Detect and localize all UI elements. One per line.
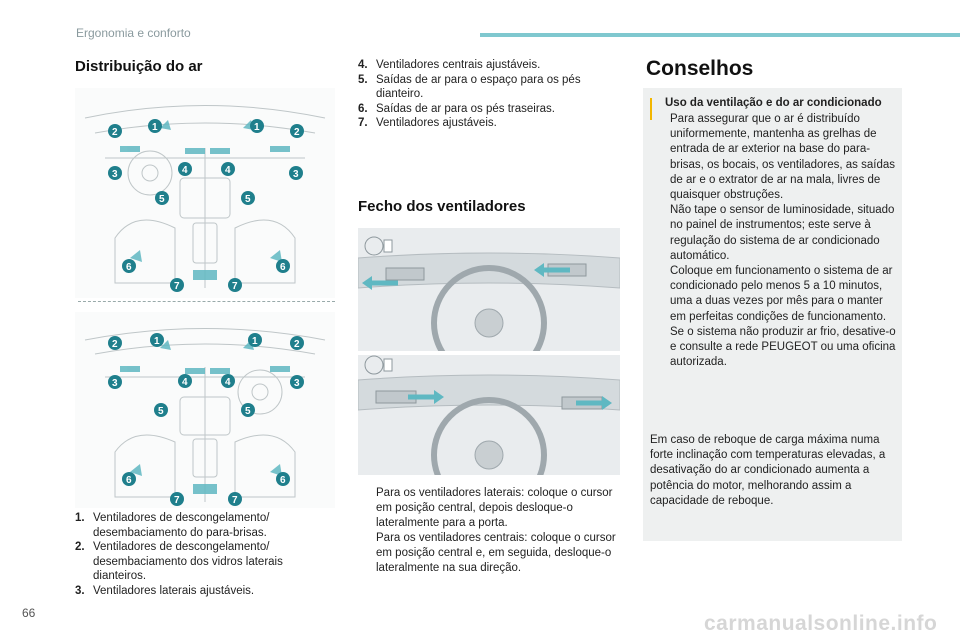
list-item: Não tape o sensor de luminosidade, situa… bbox=[670, 204, 895, 262]
legend-item: 2.Ventiladores de descongelamento/ desem… bbox=[75, 541, 283, 582]
svg-text:5: 5 bbox=[245, 406, 251, 417]
advice-box-heading: Uso da ventilação e do ar condicionado bbox=[665, 97, 882, 109]
svg-text:3: 3 bbox=[112, 378, 118, 389]
badge-7: 7 bbox=[174, 281, 180, 292]
svg-text:3: 3 bbox=[294, 378, 300, 389]
list-item: Se o sistema não produzir ar frio, desat… bbox=[670, 325, 896, 369]
vent-closing-instructions: Para os ventiladores laterais: coloque o… bbox=[358, 486, 620, 576]
badge-3: 3 bbox=[112, 169, 118, 180]
svg-text:7: 7 bbox=[232, 495, 238, 506]
watermark: carmanualsonline.info bbox=[704, 612, 938, 635]
list-item: Para assegurar que o ar é distribuído un… bbox=[670, 113, 896, 202]
svg-text:6: 6 bbox=[280, 475, 286, 486]
svg-text:4: 4 bbox=[225, 377, 231, 388]
svg-text:6: 6 bbox=[280, 262, 286, 273]
air-distribution-diagram-rhd: 1 1 2 2 3 3 4 4 5 5 6 6 7 7 bbox=[75, 312, 335, 508]
advice-accent-bar bbox=[650, 98, 652, 120]
badge-1: 1 bbox=[152, 122, 158, 133]
badge-4: 4 bbox=[182, 165, 188, 176]
central-vent-closing-illustration bbox=[357, 355, 621, 513]
svg-text:1: 1 bbox=[154, 336, 160, 347]
legend-item: 5.Saídas de ar para o espaço para os pés… bbox=[358, 73, 581, 101]
legend-item: 4.Ventiladores centrais ajustáveis. bbox=[358, 59, 541, 71]
badge-2: 2 bbox=[112, 127, 118, 138]
advice-box bbox=[643, 88, 902, 541]
diagram-divider bbox=[78, 301, 335, 302]
list-item: Coloque em funcionamento o sistema de ar… bbox=[670, 265, 893, 323]
svg-text:7: 7 bbox=[232, 281, 238, 292]
legend-item: 6.Saídas de ar para os pés traseiras. bbox=[358, 102, 555, 115]
section-header: Ergonomia e conforto bbox=[76, 26, 191, 40]
svg-text:4: 4 bbox=[225, 165, 231, 176]
badge-6: 6 bbox=[126, 262, 132, 273]
svg-text:3: 3 bbox=[293, 169, 299, 180]
legend-item: 7.Ventiladores ajustáveis. bbox=[358, 117, 497, 129]
list-item: Para os ventiladores centrais: coloque o… bbox=[376, 532, 616, 574]
air-outlet-legend-4-7: 4.Ventiladores centrais ajustáveis. 5.Sa… bbox=[358, 58, 613, 131]
svg-text:5: 5 bbox=[245, 194, 251, 205]
svg-text:2: 2 bbox=[294, 127, 300, 138]
svg-text:4: 4 bbox=[182, 377, 188, 388]
svg-text:5: 5 bbox=[158, 406, 164, 417]
vent-closing-title: Fecho dos ventiladores bbox=[358, 198, 526, 215]
svg-text:2: 2 bbox=[294, 339, 300, 350]
svg-text:2: 2 bbox=[112, 339, 118, 350]
air-outlet-legend-1-3: 1.Ventiladores de descongelamento/ desem… bbox=[75, 511, 325, 598]
advice-list: Para assegurar que o ar é distribuído un… bbox=[650, 112, 900, 370]
air-distribution-diagram-lhd: 1 1 2 2 3 3 4 4 5 5 6 6 7 7 bbox=[75, 88, 335, 298]
svg-text:1: 1 bbox=[252, 336, 258, 347]
advice-title: Conselhos bbox=[646, 57, 754, 80]
page-number: 66 bbox=[22, 606, 36, 620]
svg-text:6: 6 bbox=[126, 475, 132, 486]
badge-5: 5 bbox=[159, 194, 165, 205]
legend-item: 1.Ventiladores de descongelamento/ desem… bbox=[75, 512, 270, 539]
svg-text:7: 7 bbox=[174, 495, 180, 506]
side-vent-closing-illustration bbox=[357, 228, 621, 381]
svg-text:1: 1 bbox=[254, 122, 260, 133]
air-distribution-title: Distribuição do ar bbox=[75, 58, 203, 75]
header-rule bbox=[480, 33, 960, 37]
legend-item: 3.Ventiladores laterais ajustáveis. bbox=[75, 584, 255, 597]
list-item: Para os ventiladores laterais: coloque o… bbox=[376, 487, 613, 529]
towing-note: Em caso de reboque de carga máxima numa … bbox=[650, 434, 886, 507]
